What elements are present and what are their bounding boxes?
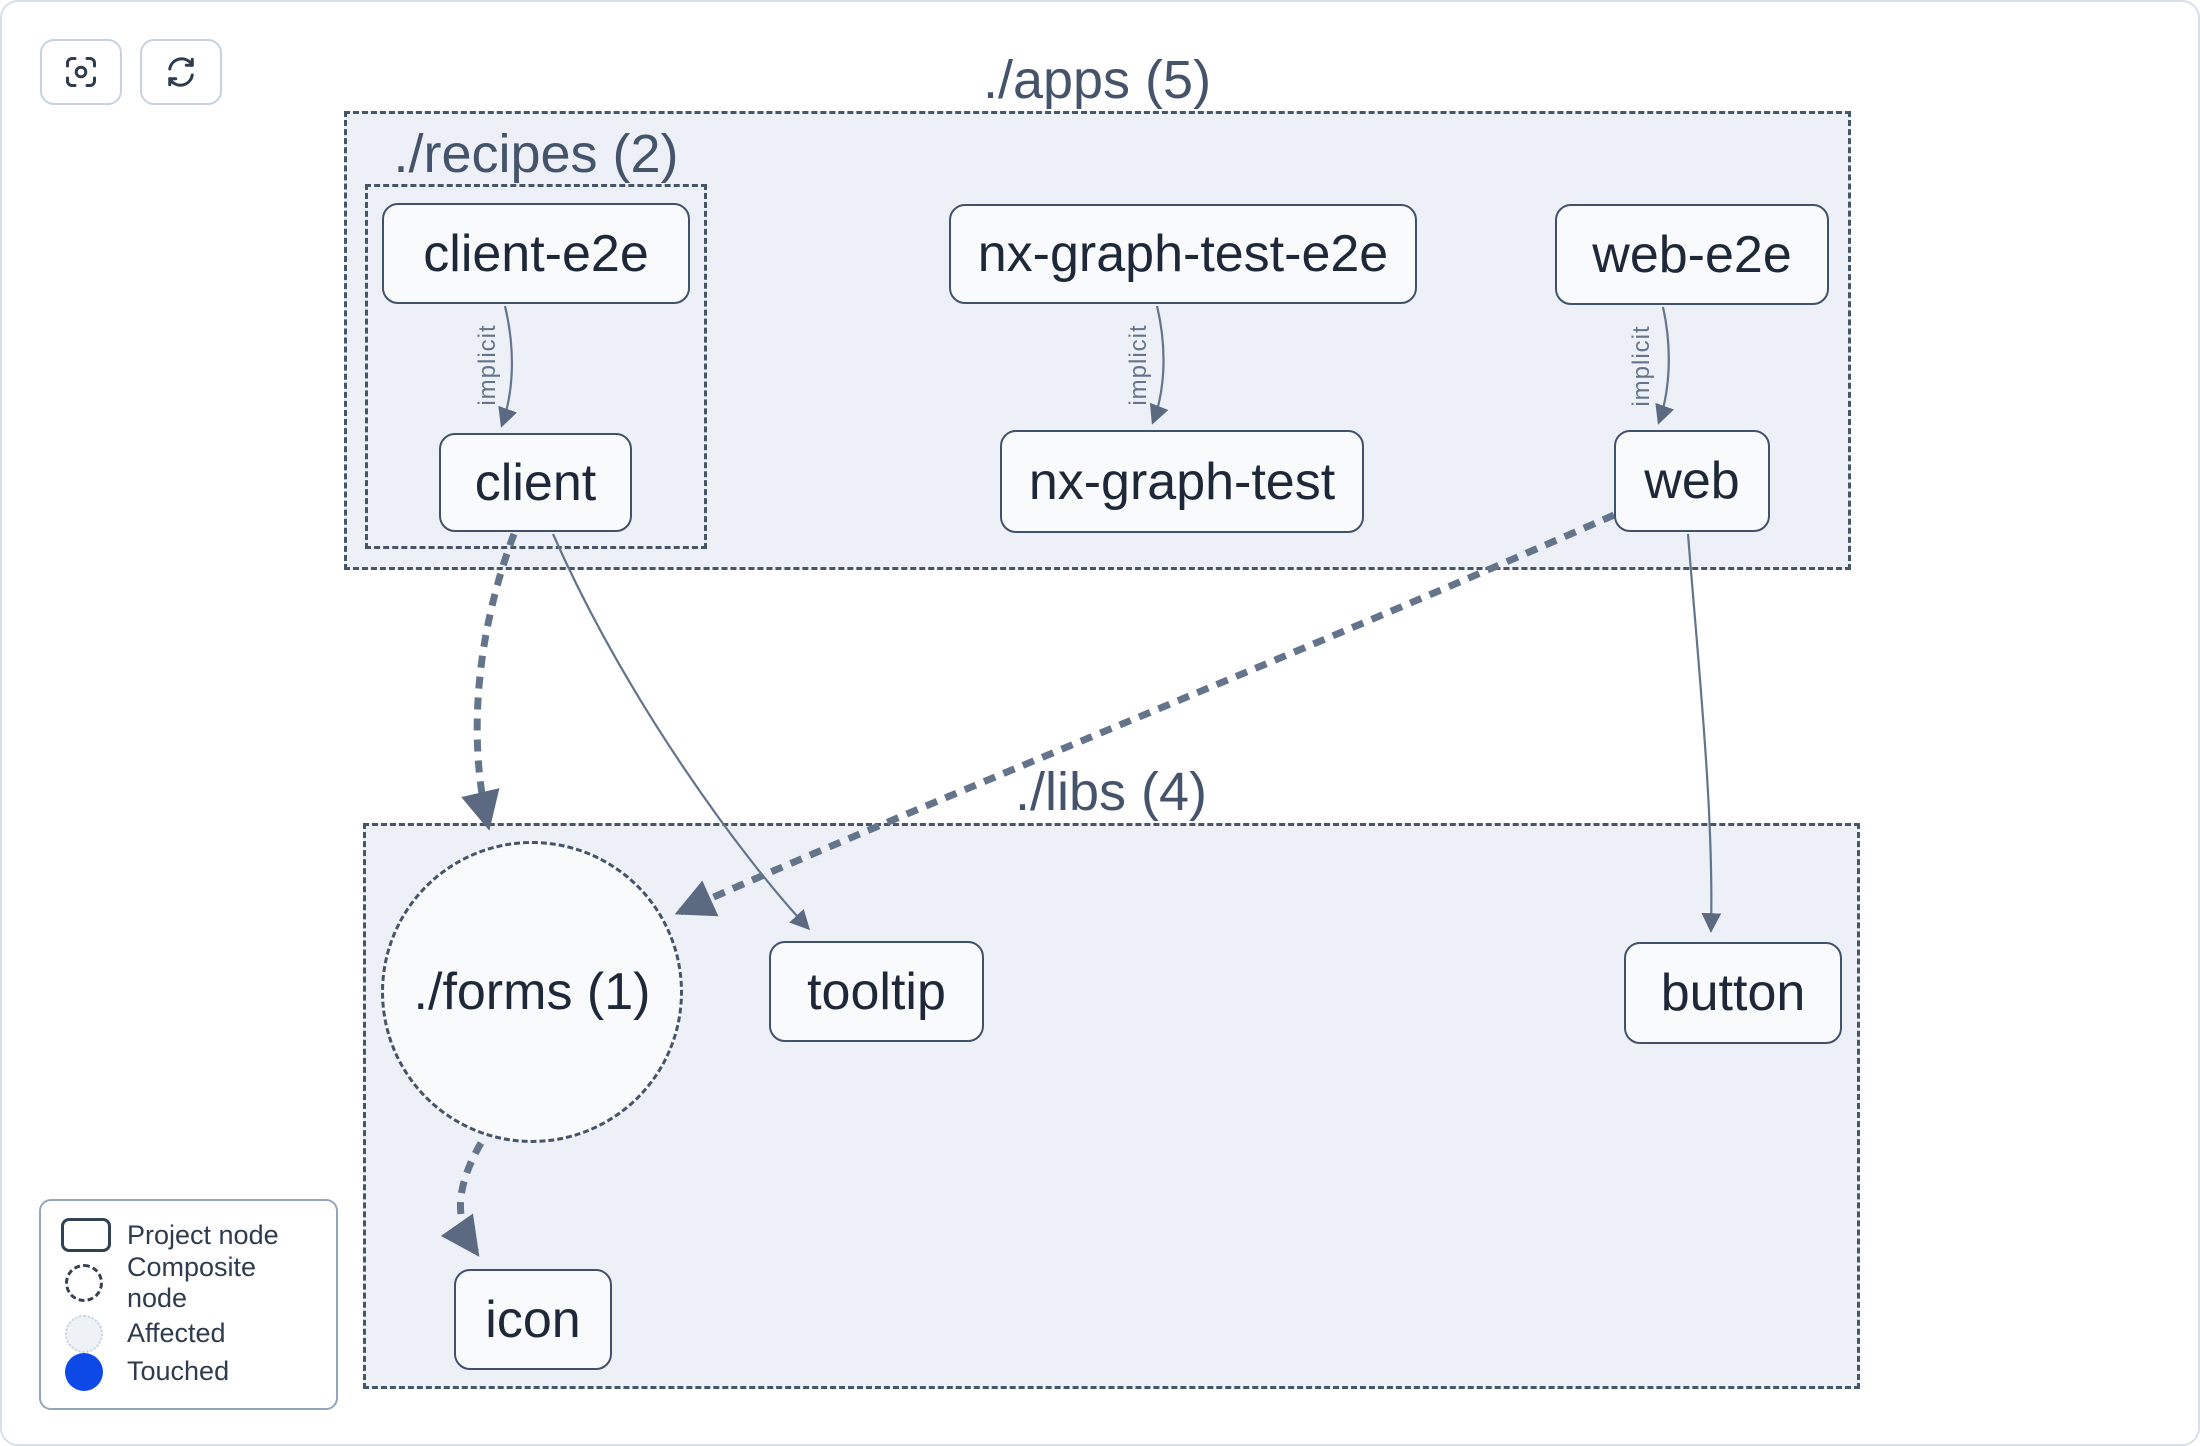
edge-label-implicit: implicit	[474, 324, 501, 406]
legend-row-touched: Touched	[61, 1352, 316, 1391]
legend-label: Composite node	[127, 1252, 257, 1314]
group-libs-label: ./libs (4)	[1014, 762, 1208, 822]
legend-row-project: Project node	[61, 1218, 316, 1252]
affected-circle-swatch	[61, 1314, 127, 1353]
legend-row-composite: Composite node	[61, 1252, 316, 1314]
edge-label-implicit: implicit	[1628, 325, 1655, 407]
refresh-button[interactable]	[140, 39, 222, 105]
composite-node-forms[interactable]: ./forms (1)	[381, 841, 683, 1143]
legend-label: Affected	[127, 1318, 226, 1349]
group-apps-label: ./apps (5)	[982, 50, 1212, 110]
node-web[interactable]: web	[1614, 430, 1770, 532]
project-rect-swatch	[61, 1218, 127, 1252]
node-web-e2e[interactable]: web-e2e	[1555, 204, 1829, 305]
focus-target-icon	[66, 57, 96, 87]
legend-row-affected: Affected	[61, 1314, 316, 1353]
node-nx-graph-test[interactable]: nx-graph-test	[1000, 430, 1364, 533]
node-tooltip[interactable]: tooltip	[769, 941, 984, 1042]
graph-toolbar	[40, 39, 222, 105]
center-graph-button[interactable]	[40, 39, 122, 105]
node-client[interactable]: client	[439, 433, 632, 532]
node-button[interactable]: button	[1624, 942, 1842, 1044]
composite-node-forms-label: ./forms (1)	[413, 963, 651, 1021]
node-client-e2e[interactable]: client-e2e	[382, 203, 690, 304]
touched-circle-swatch	[61, 1352, 127, 1391]
edge-label-implicit: implicit	[1125, 324, 1152, 406]
node-nx-graph-test-e2e[interactable]: nx-graph-test-e2e	[949, 204, 1417, 304]
group-recipes-label: ./recipes (2)	[393, 124, 679, 184]
legend-label: Project node	[127, 1219, 279, 1250]
legend: Project node Composite node Affected Tou…	[39, 1199, 338, 1410]
node-icon[interactable]: icon	[454, 1269, 612, 1370]
refresh-icon	[168, 57, 194, 87]
edge-client-forms	[461, 532, 518, 831]
composite-circle-swatch	[61, 1264, 127, 1303]
legend-label: Touched	[127, 1356, 230, 1387]
